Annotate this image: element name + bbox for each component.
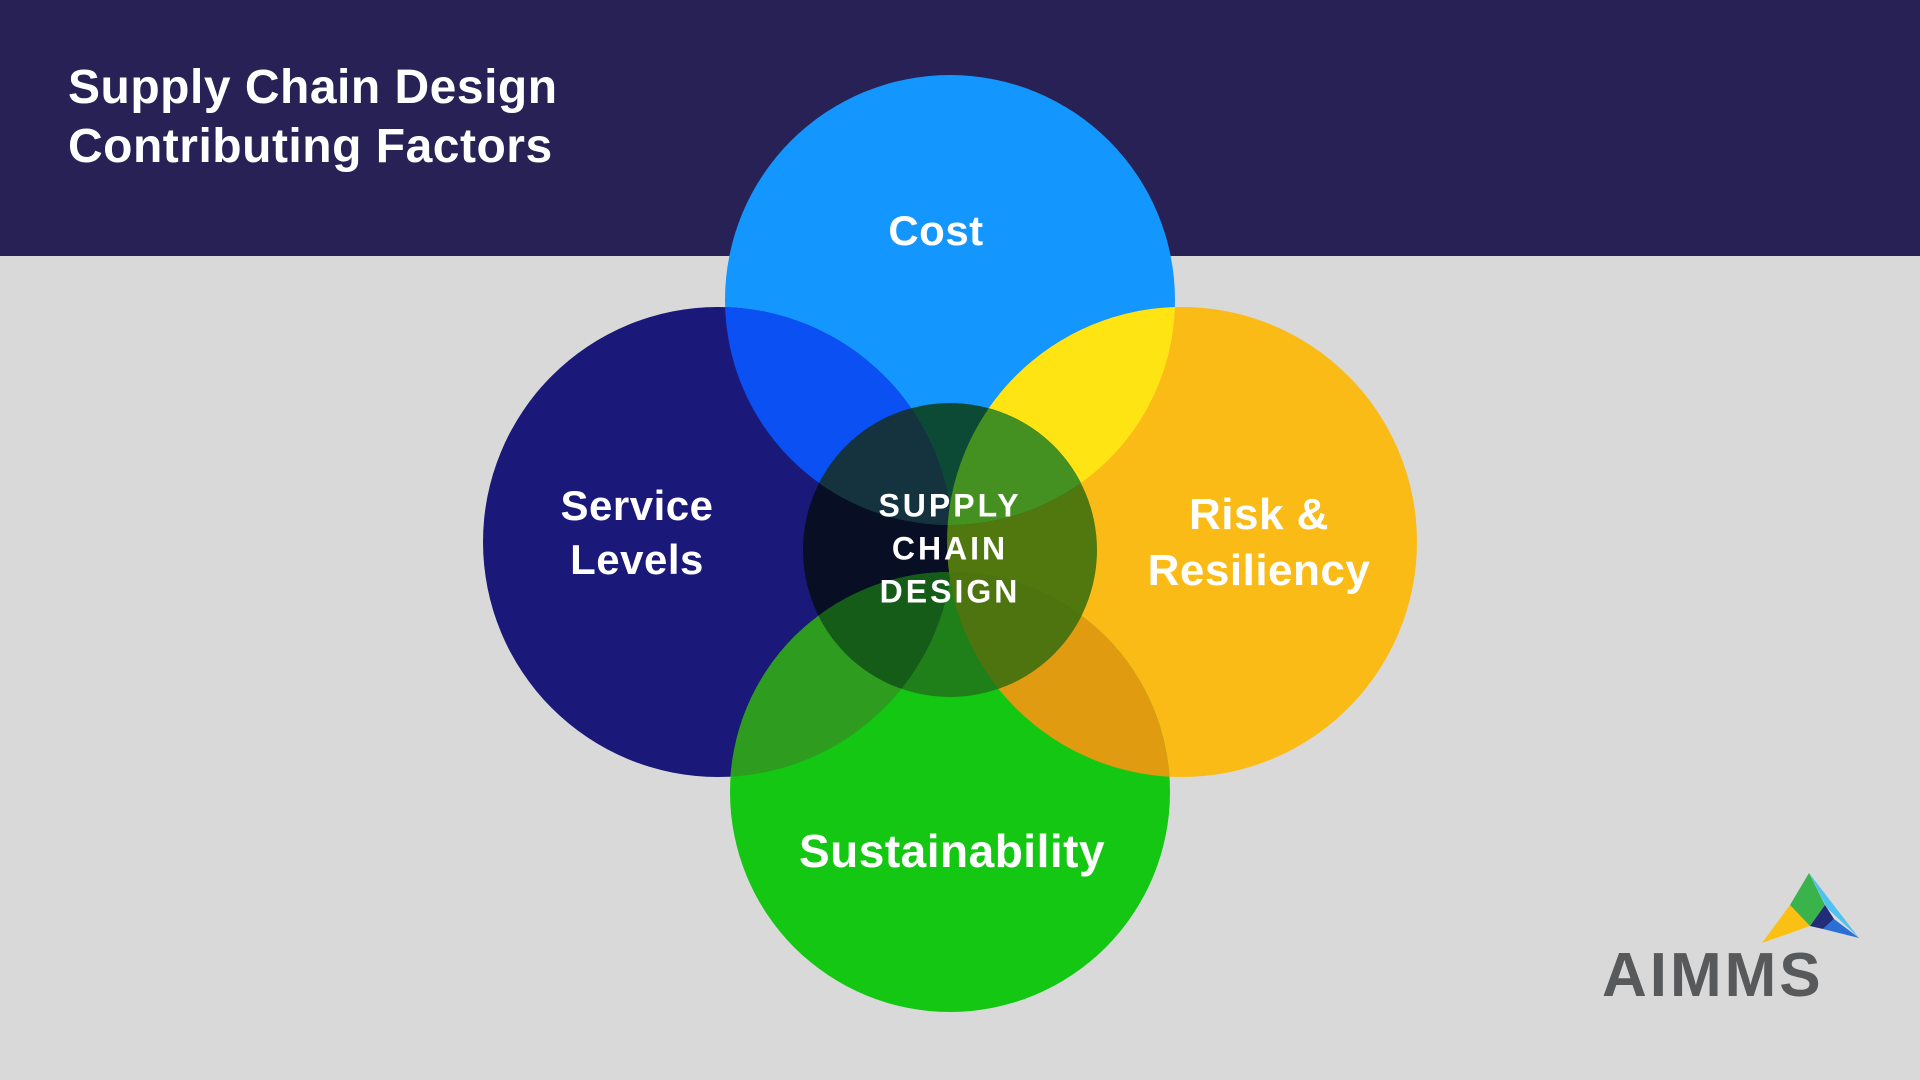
logo-facet-navy-icon [1810, 905, 1834, 929]
risk-resiliency-label: Risk & Resiliency [1148, 487, 1371, 599]
logo-facet-yellow-icon [1762, 905, 1810, 943]
risk-resiliency-label-line-1: Risk & [1189, 490, 1329, 539]
risk-resiliency-label-line-2: Resiliency [1147, 546, 1371, 595]
aimms-logo-mark [1762, 873, 1859, 943]
center-label-line-1: SUPPLY [878, 487, 1022, 524]
core-over-cost-service [803, 403, 953, 525]
logo-facet-blue-icon [1823, 919, 1859, 938]
logo-facet-cyan-icon [1809, 873, 1859, 938]
supply-chain-design-center-label: SUPPLY CHAIN DESIGN [878, 485, 1021, 614]
sustainability-label: Sustainability [798, 825, 1106, 877]
page-title-line-2: Contributing Factors [68, 120, 553, 173]
service-levels-label: Service Levels [561, 479, 714, 587]
overlap-risk-sustainability [947, 572, 1170, 777]
overlap-service-sustainability [730, 572, 953, 777]
page-title: Supply Chain Design Contributing Factors [68, 58, 558, 176]
center-label-line-2: CHAIN [891, 530, 1009, 567]
overlap-cost-risk [947, 307, 1175, 525]
core-over-service-sustainability [803, 572, 953, 697]
logo-facet-green-icon [1790, 873, 1825, 926]
aimms-wordmark: AIMMS [1602, 941, 1824, 1010]
service-levels-label-line-2: Levels [570, 536, 704, 583]
core-over-cost-risk [947, 403, 1097, 525]
page-title-line-1: Supply Chain Design [68, 61, 558, 114]
center-label-line-3: DESIGN [879, 573, 1021, 610]
service-levels-label-line-1: Service [560, 482, 714, 529]
core-over-risk-sustainability [947, 572, 1097, 697]
overlap-cost-service [725, 307, 953, 525]
cost-label: Cost [888, 207, 984, 254]
